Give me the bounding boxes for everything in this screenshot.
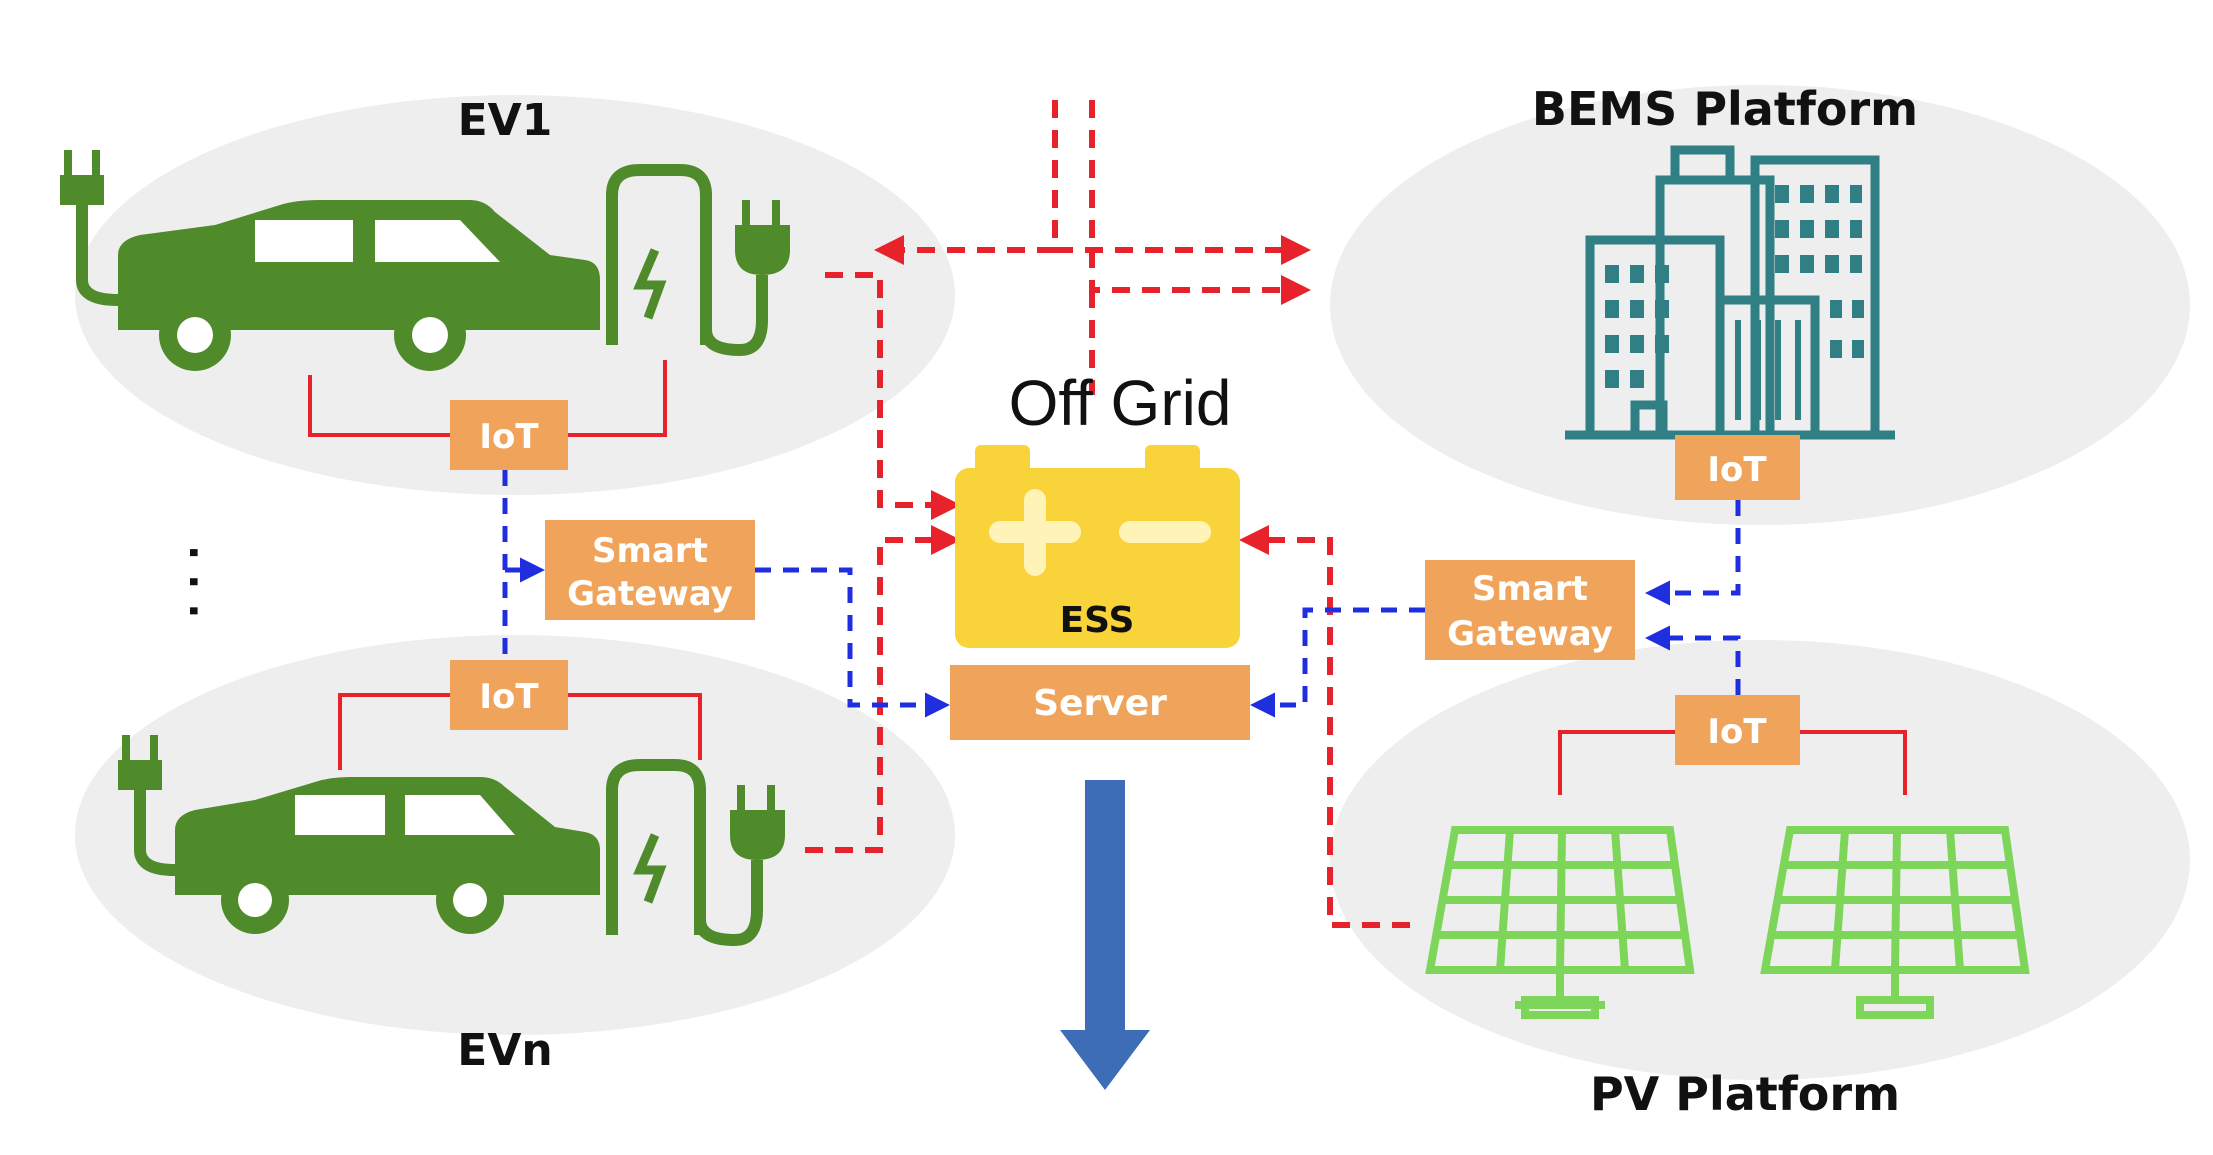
evn-title: EVn <box>457 1025 552 1076</box>
pv-platform-title: PV Platform <box>1590 1067 1900 1121</box>
iot-box-evn <box>450 660 568 730</box>
evn-charger-icon <box>606 759 785 947</box>
ev1-title: EV1 <box>458 95 553 146</box>
ev1-plug-icon <box>60 150 119 306</box>
iot-box-pv <box>1675 695 1800 765</box>
bems-platform-title: BEMS Platform <box>1532 82 1918 136</box>
output-down-arrow <box>1060 780 1150 1090</box>
iot-label-ev1: IoT <box>479 417 539 457</box>
smart-gateway-box-right <box>1425 560 1635 660</box>
ev1-car-icon <box>118 200 600 371</box>
ellipsis-dots: . . . <box>180 545 226 618</box>
solar-panel-left-icon <box>1425 826 1695 1019</box>
off-grid-title: Off Grid <box>1009 367 1232 439</box>
solar-panel-right-icon <box>1760 826 2030 1019</box>
smart-gateway-left-line2: Gateway <box>567 574 733 614</box>
pv-iot-to-gateway <box>1645 625 1741 695</box>
bems-ellipse <box>1330 85 2190 525</box>
iot-box-bems <box>1675 435 1800 500</box>
evn-plug-icon <box>118 735 176 876</box>
battery-icon <box>955 445 1240 648</box>
building-windows <box>1605 185 1864 420</box>
pv-to-ess <box>1239 525 1410 928</box>
iot-label-pv: IoT <box>1707 712 1767 752</box>
ess-label: ESS <box>1060 600 1135 641</box>
server-box <box>950 665 1250 740</box>
smart-gateway-left-line1: Smart <box>592 531 708 571</box>
grid-line-right <box>1089 100 1311 305</box>
evn-charger-to-ess <box>805 525 961 853</box>
smart-gateway-box-left <box>545 520 755 620</box>
gateway-right-to-server <box>1250 607 1425 718</box>
data-lines <box>502 470 1741 718</box>
power-lines <box>805 100 1410 928</box>
smart-gateway-right-line1: Smart <box>1472 569 1588 609</box>
smart-gateway-right-line2: Gateway <box>1447 614 1613 654</box>
iot-box-ev1 <box>450 400 568 470</box>
server-label: Server <box>1033 683 1167 724</box>
bems-iot-to-gateway <box>1645 500 1741 606</box>
iot-label-bems: IoT <box>1707 450 1767 490</box>
iot-label-evn: IoT <box>479 677 539 717</box>
evn-car-icon <box>175 777 600 934</box>
ev1-charger-icon <box>606 164 790 357</box>
